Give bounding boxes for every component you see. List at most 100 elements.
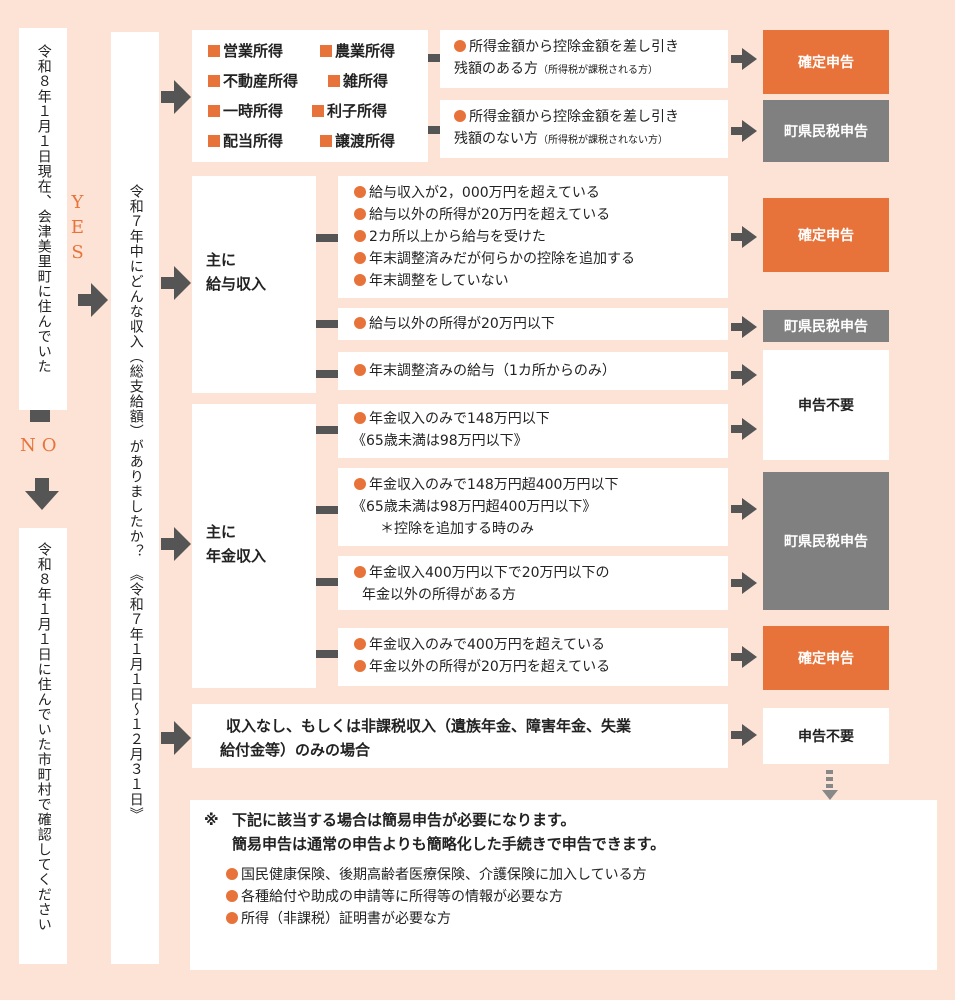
arrow-to-no-income-icon (161, 721, 191, 755)
result-fuyo: 申告不要 (763, 350, 889, 460)
connector (316, 320, 338, 328)
income-type: 配当所得 (223, 132, 284, 150)
no-income-box: 収入なし、もしくは非課税収入（遺族年金、障害年金、失業 給付金等）のみの場合 (192, 704, 728, 768)
condition-text: 年金収入のみで400万円を超えている (369, 637, 606, 653)
result-choken: 町県民税申告 (763, 100, 889, 162)
condition-note: ＊控除を追加する時のみ (380, 521, 534, 537)
arrow-icon (731, 120, 757, 142)
income-type: 譲渡所得 (335, 132, 396, 150)
condition-text: 年金収入のみで148万円以下 (369, 411, 550, 427)
arrow-to-nenkin-icon (161, 527, 191, 561)
result-kakutei: 確定申告 (763, 626, 889, 690)
condition-text: 年末調整済みの給与（1カ所からのみ） (369, 363, 616, 379)
note-item: 各種給付や助成の申請等に所得等の情報が必要な方 (241, 889, 563, 905)
top-condition-taxed: 所得金額から控除金額を差し引き 残額のある方（所得税が課税される方） (440, 30, 728, 88)
arrow-to-kyuyo-icon (161, 266, 191, 300)
kyuyo-label-line: 主に (206, 251, 237, 269)
no-income-text: 給付金等）のみの場合 (220, 741, 371, 759)
nenkin-label-line: 年金収入 (206, 547, 267, 565)
circle-bullet-icon (354, 478, 366, 490)
result-fuyo: 申告不要 (763, 708, 889, 764)
kyuyo-condition-3: 年末調整済みの給与（1カ所からのみ） (338, 352, 728, 390)
connector (316, 506, 338, 514)
kyuyo-label-box: 主に 給与収入 (192, 176, 316, 393)
arrow-icon (731, 48, 757, 70)
arrow-icon (731, 724, 757, 746)
condition-note: （所得税が課税される方） (538, 65, 658, 76)
arrow-icon (731, 226, 757, 248)
no-income-text: 収入なし、もしくは非課税収入（遺族年金、障害年金、失業 (226, 717, 632, 735)
residence-question-box: 令和８年１月１日現在、会津美里町に住んでいた (19, 28, 67, 410)
circle-bullet-icon (454, 110, 466, 122)
connector (428, 54, 440, 62)
condition-text: 《65歳未満は98万円超400万円以下》 (352, 499, 597, 515)
note-mark: ※ (204, 811, 219, 829)
result-choken: 町県民税申告 (763, 310, 889, 342)
circle-bullet-icon (354, 638, 366, 650)
connector (316, 234, 338, 242)
circle-bullet-icon (226, 868, 238, 880)
note-line: 下記に該当する場合は簡易申告が必要になります。 (232, 811, 576, 829)
condition-text: 年金以外の所得が20万円を超えている (369, 659, 611, 675)
condition-text: 年金以外の所得がある方 (362, 587, 516, 603)
connector (428, 126, 440, 134)
yes-arrow-icon (78, 283, 108, 317)
income-types-box: 営業所得農業所得 不動産所得雑所得 一時所得利子所得 配当所得譲渡所得 (192, 30, 428, 162)
circle-bullet-icon (354, 208, 366, 220)
circle-bullet-icon (354, 252, 366, 264)
circle-bullet-icon (354, 274, 366, 286)
top-condition-untaxed: 所得金額から控除金額を差し引き 残額のない方（所得税が課税されない方） (440, 100, 728, 158)
income-type: 不動産所得 (223, 72, 299, 90)
note-item: 国民健康保険、後期高齢者医療保険、介護保険に加入している方 (241, 867, 647, 883)
kyuyo-condition-1: 給与収入が2，000万円を超えている 給与以外の所得が20万円を超えている 2カ… (338, 176, 728, 298)
circle-bullet-icon (226, 890, 238, 902)
kyuyo-label-line: 給与収入 (206, 275, 267, 293)
income-type: 営業所得 (223, 42, 284, 60)
note-item: 所得（非課税）証明書が必要な方 (241, 911, 451, 927)
arrow-icon (731, 418, 757, 440)
check-municipality-box: 令和８年１月１日に住んでいた市町村で確認してください (19, 528, 67, 964)
check-municipality-text: 令和８年１月１日に住んでいた市町村で確認してください (35, 542, 52, 932)
circle-bullet-icon (354, 230, 366, 242)
condition-text: 残額のない方 (454, 131, 538, 147)
income-type: 一時所得 (223, 102, 284, 120)
condition-text: 所得金額から控除金額を差し引き (469, 39, 679, 55)
square-bullet-icon (328, 75, 340, 87)
arrow-icon (731, 572, 757, 594)
condition-text: 所得金額から控除金額を差し引き (469, 109, 679, 125)
circle-bullet-icon (354, 317, 366, 329)
residence-question-text: 令和８年１月１日現在、会津美里町に住んでいた (35, 44, 52, 374)
circle-bullet-icon (354, 660, 366, 672)
condition-text: 《65歳未満は98万円以下》 (352, 433, 528, 449)
circle-bullet-icon (354, 412, 366, 424)
connector (316, 370, 338, 378)
square-bullet-icon (208, 135, 220, 147)
circle-bullet-icon (226, 912, 238, 924)
condition-text: 年末調整済みだが何らかの控除を追加する (369, 251, 635, 267)
circle-bullet-icon (454, 40, 466, 52)
yes-label: YES (67, 192, 88, 267)
condition-text: 給与以外の所得が20万円を超えている (369, 207, 611, 223)
circle-bullet-icon (354, 364, 366, 376)
dashed-down-arrow-icon (822, 770, 838, 802)
income-question-text: 令和７年中にどんな収入（総支給額）がありましたか？ 《令和７年１月１日～１２月３… (127, 184, 144, 822)
condition-text: 年金収入400万円以下で20万円以下の (369, 565, 610, 581)
result-choken: 町県民税申告 (763, 472, 889, 610)
condition-text: 給与以外の所得が20万円以下 (369, 316, 555, 332)
kyuyo-condition-2: 給与以外の所得が20万円以下 (338, 308, 728, 340)
condition-note: （所得税が課税されない方） (538, 135, 668, 146)
income-type: 利子所得 (327, 102, 388, 120)
connector (316, 426, 338, 434)
square-bullet-icon (320, 45, 332, 57)
nenkin-condition-3: 年金収入400万円以下で20万円以下の 年金以外の所得がある方 (338, 556, 728, 610)
no-label: NO (20, 435, 63, 456)
condition-text: 年末調整をしていない (369, 273, 509, 289)
square-bullet-icon (320, 135, 332, 147)
square-bullet-icon (208, 45, 220, 57)
nenkin-label-line: 主に (206, 523, 237, 541)
circle-bullet-icon (354, 566, 366, 578)
connector (316, 578, 338, 586)
arrow-icon (731, 364, 757, 386)
income-type: 農業所得 (335, 42, 396, 60)
condition-text: 2カ所以上から給与を受けた (369, 229, 546, 245)
